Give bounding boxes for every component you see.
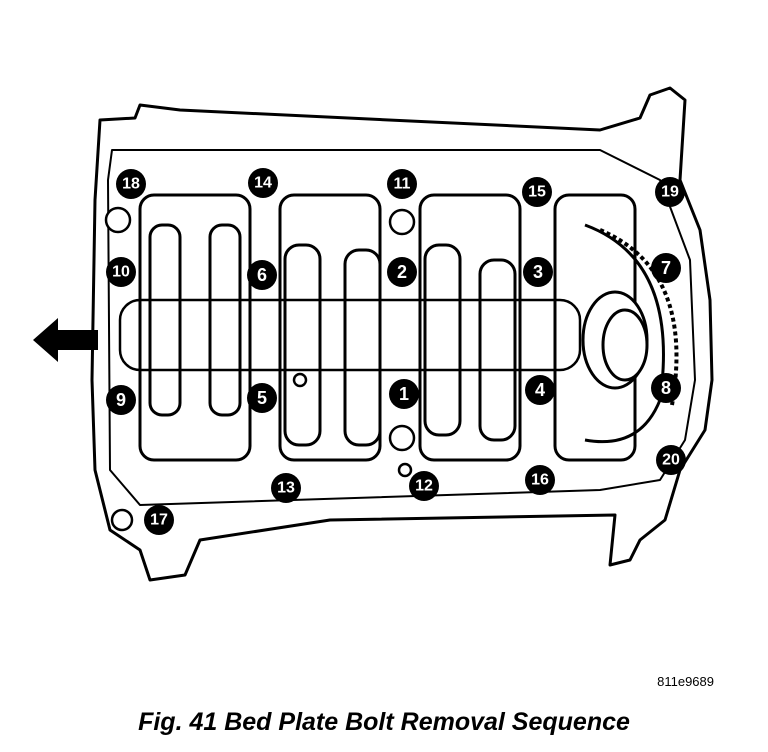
callout-4: 4 (525, 375, 555, 405)
callout-20: 20 (656, 445, 686, 475)
callout-16-label: 16 (531, 472, 549, 489)
callout-6-label: 6 (257, 265, 267, 285)
callout-16: 16 (525, 465, 555, 495)
callout-7-label: 7 (661, 258, 671, 278)
callout-3: 3 (523, 257, 553, 287)
callout-3-label: 3 (533, 262, 543, 282)
arrow-left-icon (33, 318, 98, 362)
callout-19-label: 19 (661, 184, 679, 201)
callout-1-label: 1 (399, 384, 409, 404)
callout-17-label: 17 (150, 512, 168, 529)
callout-12-label: 12 (415, 478, 433, 495)
callout-7: 7 (651, 253, 681, 283)
callout-8-label: 8 (661, 378, 671, 398)
engine-block-diagram: 1 2 3 4 5 6 7 8 9 10 11 12 13 14 15 16 1… (33, 86, 714, 582)
callout-13: 13 (271, 473, 301, 503)
callout-14-label: 14 (254, 175, 272, 192)
callout-18: 18 (116, 169, 146, 199)
figure-id: 811e9689 (657, 674, 714, 689)
callout-11-label: 11 (394, 176, 411, 193)
callout-19: 19 (655, 177, 685, 207)
callout-9: 9 (106, 385, 136, 415)
callout-12: 12 (409, 471, 439, 501)
callout-20-label: 20 (662, 452, 680, 469)
callout-5: 5 (247, 383, 277, 413)
bolt-holes (104, 206, 416, 532)
callout-15: 15 (522, 177, 552, 207)
callout-11: 11 (387, 169, 417, 199)
callout-2-label: 2 (397, 262, 407, 282)
callout-13-label: 13 (277, 480, 295, 497)
callout-8: 8 (651, 373, 681, 403)
callout-1: 1 (389, 379, 419, 409)
callout-4-label: 4 (535, 380, 545, 400)
callout-9-label: 9 (116, 390, 126, 410)
figure-caption: Fig. 41 Bed Plate Bolt Removal Sequence (138, 708, 630, 736)
crankshaft (118, 223, 649, 447)
bolt-callouts: 1 2 3 4 5 6 7 8 9 10 11 12 13 14 15 16 1… (106, 168, 686, 535)
callout-14: 14 (248, 168, 278, 198)
callout-6: 6 (247, 260, 277, 290)
callout-17: 17 (144, 505, 174, 535)
callout-15-label: 15 (528, 184, 546, 201)
callout-5-label: 5 (257, 388, 267, 408)
callout-10: 10 (106, 257, 136, 287)
callout-10-label: 10 (112, 264, 130, 281)
callout-18-label: 18 (122, 176, 140, 193)
callout-2: 2 (387, 257, 417, 287)
